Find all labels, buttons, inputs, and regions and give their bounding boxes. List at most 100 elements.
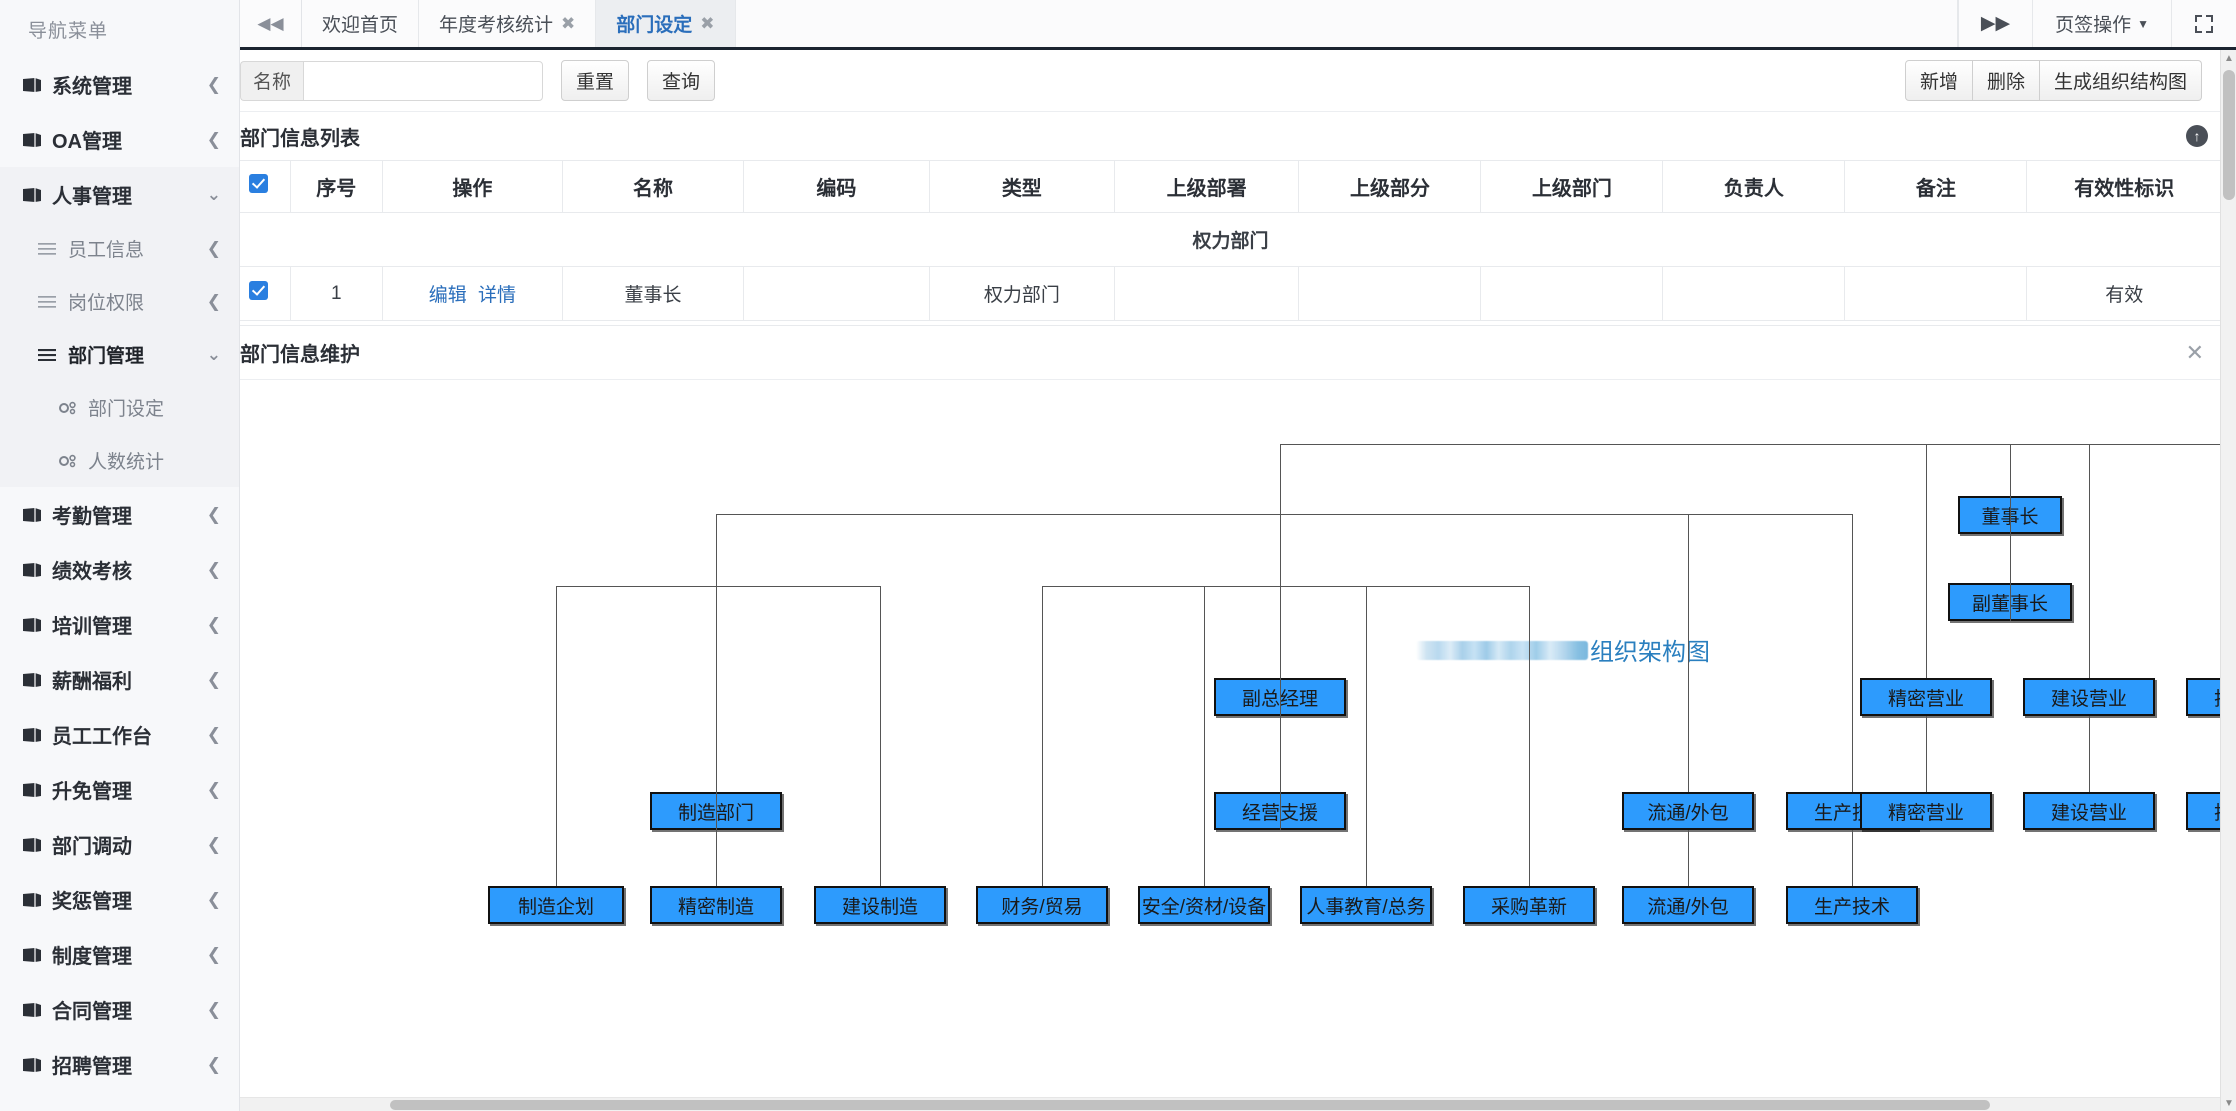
org-edge-vertical xyxy=(1852,514,1853,792)
sidebar-item-department-management[interactable]: 部门管理 ⌄ xyxy=(0,328,239,381)
org-edge-vertical xyxy=(1204,586,1205,886)
add-button[interactable]: 新增 xyxy=(1904,60,1973,101)
tab-operations-label: 页签操作 xyxy=(2055,15,2132,36)
org-edge-horizontal xyxy=(1280,444,2236,445)
sidebar-leaf-label: 部门设定 xyxy=(88,399,165,420)
scroll-down-icon[interactable]: ▼ xyxy=(2224,1097,2234,1109)
sidebar-item-attendance[interactable]: 考勤管理 ❮ xyxy=(0,487,239,542)
reset-button[interactable]: 重置 xyxy=(561,60,630,101)
column-owner[interactable]: 负责人 xyxy=(1662,160,1846,213)
column-parent-1[interactable]: 上级部署 xyxy=(1113,160,1300,213)
org-node[interactable]: 精密营业 xyxy=(1860,792,1992,830)
close-icon[interactable]: ✕ xyxy=(2185,339,2204,365)
row-valid-flag: 有效 xyxy=(2026,266,2222,321)
org-node[interactable]: 建设营业 xyxy=(2023,792,2155,830)
org-node[interactable]: 流通/外包 xyxy=(1622,792,1754,830)
org-node[interactable]: 安全/资材/设备 xyxy=(1138,886,1270,924)
query-button[interactable]: 查询 xyxy=(647,60,716,101)
org-node[interactable]: 人事教育/总务 xyxy=(1300,886,1432,924)
sidebar-item-label: 制度管理 xyxy=(52,946,132,968)
column-name[interactable]: 名称 xyxy=(562,160,744,213)
org-edge-vertical xyxy=(1688,514,1689,792)
column-code[interactable]: 编码 xyxy=(742,160,930,213)
column-operation[interactable]: 操作 xyxy=(381,160,564,213)
org-node[interactable]: 采购革新 xyxy=(1463,886,1595,924)
close-icon[interactable]: ✖ xyxy=(700,13,715,33)
double-chevron-left-icon[interactable]: ◀◀ xyxy=(240,0,302,47)
column-type[interactable]: 类型 xyxy=(928,160,1115,213)
refresh-icon[interactable]: ↑ xyxy=(2186,125,2208,147)
sidebar-item-promotion[interactable]: 升免管理 ❮ xyxy=(0,762,239,817)
sidebar-item-compensation[interactable]: 薪酬福利 ❮ xyxy=(0,652,239,707)
vertical-scroll-thumb[interactable] xyxy=(2223,70,2235,200)
sidebar-item-employee-workbench[interactable]: 员工工作台 ❮ xyxy=(0,707,239,762)
sidebar-item-recruitment[interactable]: 招聘管理 ❮ xyxy=(0,1037,239,1092)
select-all-checkbox[interactable] xyxy=(248,174,268,193)
row-checkbox-cell[interactable] xyxy=(240,266,291,321)
column-valid-flag[interactable]: 有效性标识 xyxy=(2026,160,2222,213)
sidebar-item-label: 招聘管理 xyxy=(52,1056,132,1078)
row-checkbox[interactable] xyxy=(248,281,268,300)
column-remark[interactable]: 备注 xyxy=(1844,160,2028,213)
sidebar-item-department-transfer[interactable]: 部门调动 ❮ xyxy=(0,817,239,872)
column-parent-3[interactable]: 上级部门 xyxy=(1480,160,1664,213)
sidebar-item-department-setting[interactable]: 部门设定 xyxy=(0,381,239,434)
org-node-label: 建设营业 xyxy=(2050,688,2127,710)
org-node[interactable]: 生产技术 xyxy=(1786,886,1918,924)
column-select[interactable] xyxy=(240,160,291,213)
delete-button[interactable]: 删除 xyxy=(1972,60,2040,101)
sidebar-subitem-label: 部门管理 xyxy=(68,346,145,367)
generate-org-chart-button[interactable]: 生成组织结构图 xyxy=(2039,60,2202,101)
tab-department-setting[interactable]: 部门设定 ✖ xyxy=(596,0,736,47)
column-parent-2[interactable]: 上级部分 xyxy=(1298,160,1482,213)
sidebar-item-oa[interactable]: OA管理 ❮ xyxy=(0,112,239,167)
org-node[interactable]: 流通/外包 xyxy=(1622,886,1754,924)
table-row[interactable]: 1 编辑 详情 董事长 权力部门 有效 xyxy=(240,266,2222,321)
edit-link[interactable]: 编辑 xyxy=(428,285,467,306)
list-icon xyxy=(38,348,68,361)
table-group-row: 权力部门 xyxy=(240,212,2222,267)
column-index[interactable]: 序号 xyxy=(289,160,383,213)
tab-annual-assessment[interactable]: 年度考核统计 ✖ xyxy=(419,0,597,47)
horizontal-scrollbar[interactable] xyxy=(240,1097,2220,1111)
org-node-label: 生产技术 xyxy=(1813,896,1890,918)
sidebar-item-hr[interactable]: 人事管理 ⌄ xyxy=(0,167,239,222)
org-node-label: 建设营业 xyxy=(2050,802,2127,824)
org-node[interactable]: 精密营业 xyxy=(1860,678,1992,716)
tabbar: ◀◀ 欢迎首页 年度考核统计 ✖ 部门设定 ✖ ▶▶ 页签操作 ▼ xyxy=(240,0,2236,50)
org-node[interactable]: 建设营业 xyxy=(2023,678,2155,716)
org-edge-vertical xyxy=(1529,586,1530,886)
sidebar-item-system[interactable]: 系统管理 ❮ xyxy=(0,57,239,112)
chevron-left-icon: ❮ xyxy=(206,890,221,909)
table-head: 序号 操作 名称 编码 类型 上级部署 上级部分 上级部门 负责人 备注 有效性… xyxy=(240,160,2222,213)
main-content: 名称 重置 查询 新增 删除 生成组织结构图 部门信息列表 ↑ xyxy=(240,50,2236,1111)
sidebar-item-training[interactable]: 培训管理 ❮ xyxy=(0,597,239,652)
detail-link[interactable]: 详情 xyxy=(478,285,517,306)
tab-operations-dropdown[interactable]: 页签操作 ▼ xyxy=(2032,0,2171,47)
close-icon[interactable]: ✖ xyxy=(561,13,576,33)
org-node[interactable]: 精密制造 xyxy=(650,886,782,924)
row-index: 1 xyxy=(289,266,383,321)
book-icon xyxy=(22,727,52,743)
vertical-scrollbar[interactable]: ▲ ▼ xyxy=(2220,50,2236,1111)
sidebar-item-contract[interactable]: 合同管理 ❮ xyxy=(0,982,239,1037)
sidebar-item-headcount-statistics[interactable]: 人数统计 xyxy=(0,434,239,487)
sidebar-item-post-permission[interactable]: 岗位权限 ❮ xyxy=(0,275,239,328)
sidebar-item-performance[interactable]: 绩效考核 ❮ xyxy=(0,542,239,597)
tab-welcome[interactable]: 欢迎首页 xyxy=(302,0,420,47)
scroll-up-icon[interactable]: ▲ xyxy=(2224,52,2234,64)
org-node[interactable]: 制造企划 xyxy=(488,886,624,924)
sidebar-item-policy[interactable]: 制度管理 ❮ xyxy=(0,927,239,982)
sidebar-item-label: 员工工作台 xyxy=(52,726,152,748)
sidebar-item-reward-punishment[interactable]: 奖惩管理 ❮ xyxy=(0,872,239,927)
sidebar-item-label: 升免管理 xyxy=(52,781,132,803)
row-actions[interactable]: 编辑 详情 xyxy=(381,266,564,321)
horizontal-scroll-thumb[interactable] xyxy=(390,1100,1990,1110)
search-input[interactable] xyxy=(303,60,544,101)
org-node[interactable]: 建设制造 xyxy=(814,886,946,924)
sidebar-item-employee-info[interactable]: 员工信息 ❮ xyxy=(0,222,239,275)
org-edge-horizontal xyxy=(556,586,880,587)
double-chevron-right-icon[interactable]: ▶▶ xyxy=(1957,0,2032,47)
org-node[interactable]: 财务/贸易 xyxy=(976,886,1108,924)
fullscreen-icon[interactable] xyxy=(2171,0,2236,47)
